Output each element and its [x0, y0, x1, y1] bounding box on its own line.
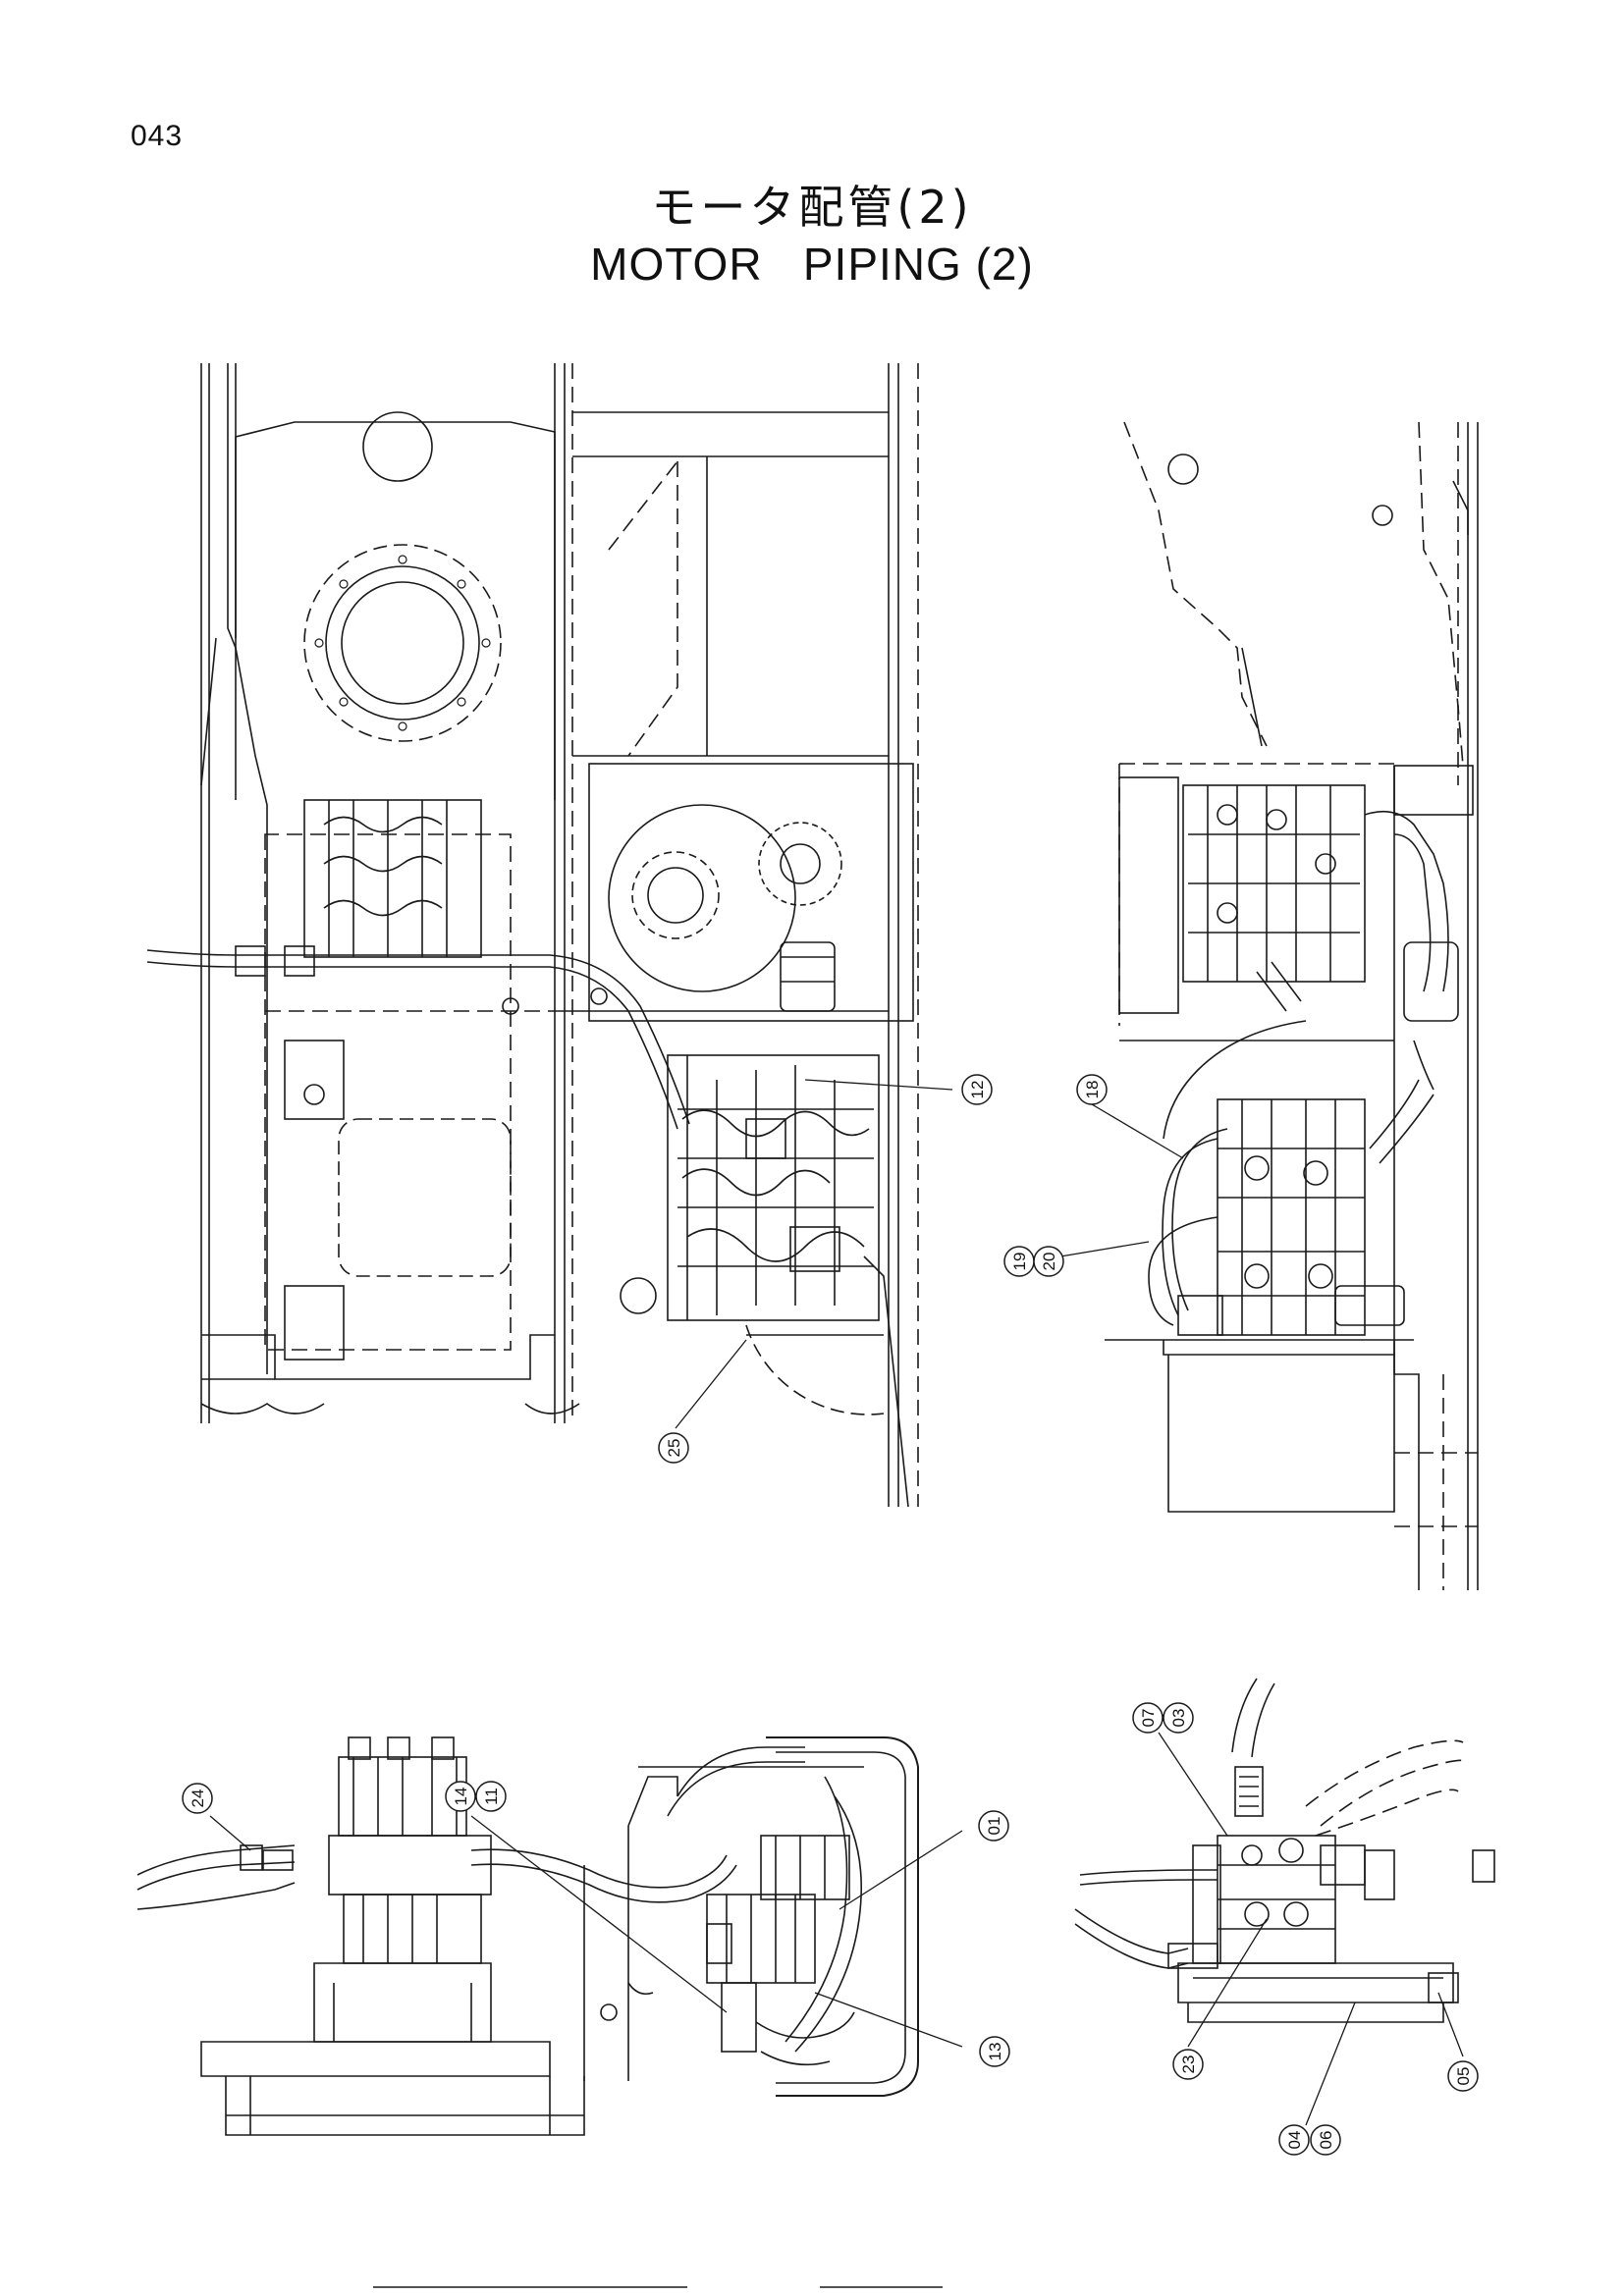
- callout-18: 18: [1076, 1074, 1108, 1105]
- callout-25: 25: [658, 1432, 689, 1464]
- svg-text:12: 12: [968, 1081, 987, 1099]
- callout-19: 19: [1003, 1246, 1035, 1277]
- svg-text:01: 01: [985, 1817, 1003, 1836]
- svg-text:11: 11: [482, 1788, 501, 1805]
- page-title-english: MOTOR PIPING (2): [590, 239, 1034, 290]
- svg-text:06: 06: [1317, 2131, 1335, 2150]
- svg-text:04: 04: [1285, 2131, 1304, 2150]
- plan-view-frame: [146, 363, 919, 1508]
- callout-04: 04: [1278, 2124, 1310, 2156]
- svg-text:24: 24: [189, 1789, 207, 1808]
- svg-text:18: 18: [1083, 1081, 1102, 1099]
- callout-06: 06: [1310, 2124, 1341, 2156]
- page-title-japanese: モータ配管(2): [651, 181, 973, 234]
- title-block: モータ配管(2) MOTOR PIPING (2): [0, 179, 1624, 293]
- callout-07: 07: [1132, 1702, 1164, 1734]
- svg-text:20: 20: [1040, 1253, 1058, 1271]
- callout-05: 05: [1447, 2060, 1479, 2092]
- front-elevation-view: [136, 1736, 919, 2136]
- svg-text:07: 07: [1139, 1709, 1158, 1728]
- svg-text:05: 05: [1454, 2067, 1473, 2086]
- svg-text:14: 14: [452, 1788, 470, 1806]
- page-number: 043: [131, 120, 184, 152]
- callout-03: 03: [1163, 1702, 1194, 1734]
- callout-01: 01: [978, 1810, 1009, 1842]
- callout-23: 23: [1172, 2049, 1204, 2080]
- callout-12: 12: [961, 1074, 993, 1105]
- callout-14: 14: [445, 1781, 476, 1812]
- svg-text:25: 25: [665, 1439, 683, 1458]
- callout-11: 11: [475, 1781, 507, 1812]
- callout-13: 13: [979, 2036, 1010, 2067]
- detail-view-assembly: [1074, 1678, 1495, 2023]
- svg-text:13: 13: [986, 2043, 1004, 2061]
- callout-group: 12 18 19 20 25 24 14 11: [182, 1074, 1479, 2156]
- svg-text:23: 23: [1179, 2056, 1198, 2074]
- svg-text:19: 19: [1010, 1253, 1029, 1271]
- callout-24: 24: [182, 1783, 213, 1814]
- svg-text:03: 03: [1169, 1709, 1188, 1728]
- callout-20: 20: [1033, 1246, 1064, 1277]
- side-view-assembly: [1105, 421, 1479, 1590]
